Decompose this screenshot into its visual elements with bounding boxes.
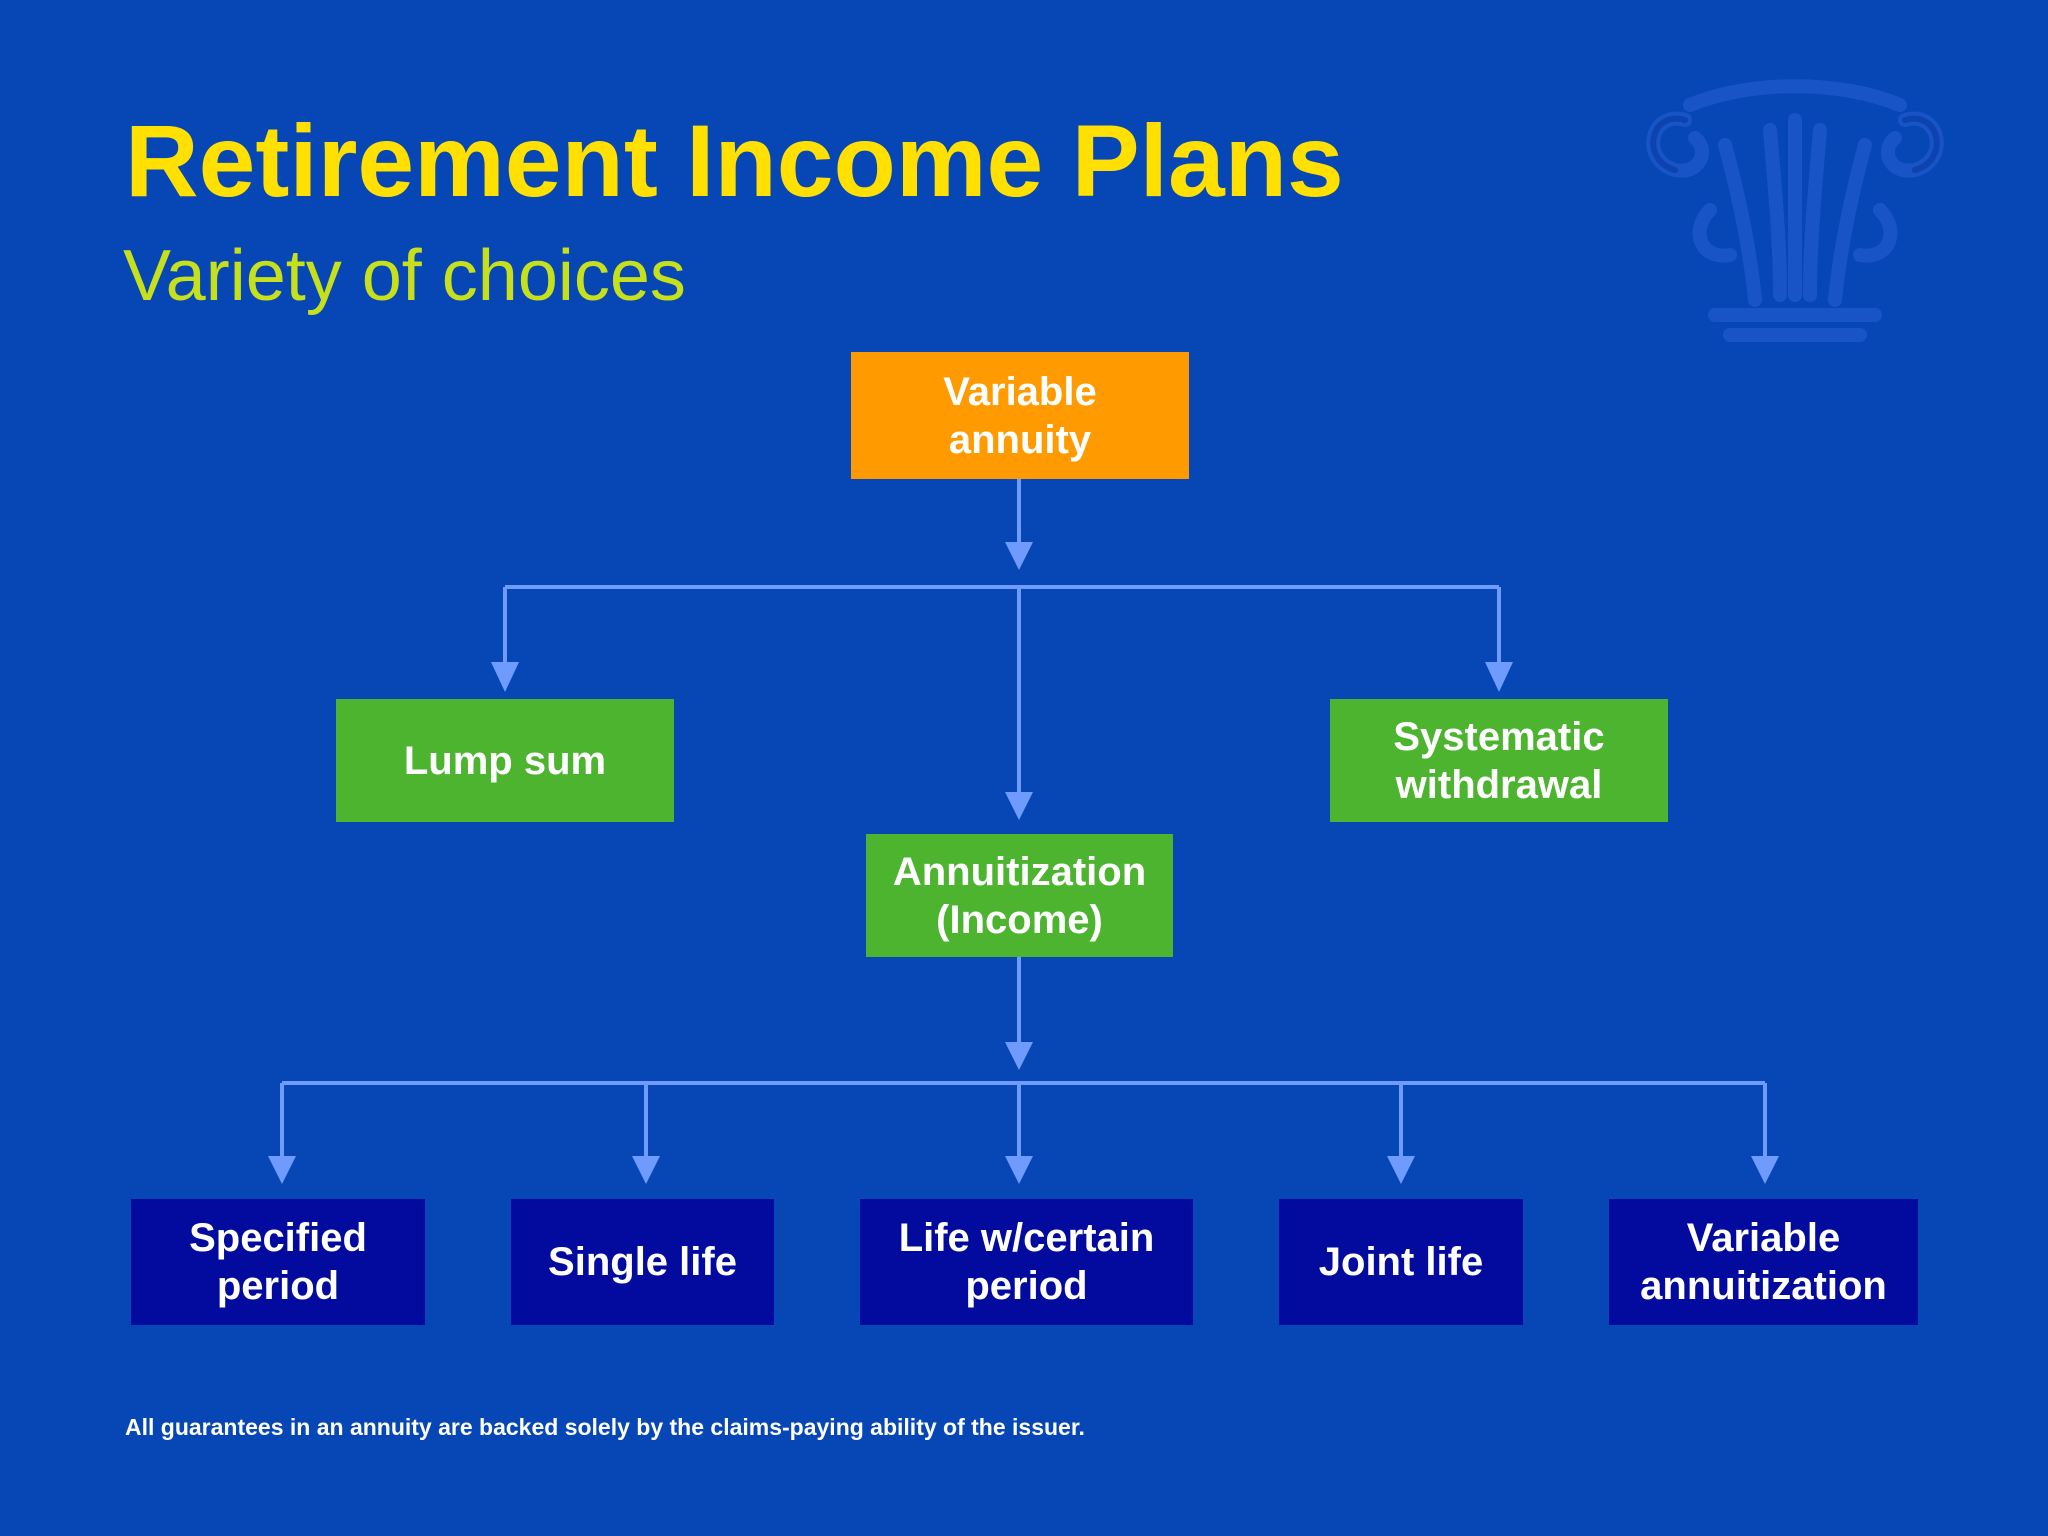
systematic-withdrawal-box: Systematic withdrawal xyxy=(1330,699,1668,822)
joint-life-label: Joint life xyxy=(1318,1240,1484,1284)
annuitization-label: Annuitization (Income) xyxy=(892,849,1147,942)
systematic-withdrawal-label: Systematic withdrawal xyxy=(1393,714,1605,807)
variable-annuitization-box: Variable annuitization xyxy=(1609,1199,1918,1325)
single-life-label: Single life xyxy=(548,1240,737,1284)
specified-period-label: Specified period xyxy=(189,1216,367,1308)
arrowhead xyxy=(1005,1156,1033,1184)
variable-annuitization-label: Variable annuitization xyxy=(1640,1216,1887,1308)
life-certain-period-box: Life w/certain period xyxy=(860,1199,1193,1325)
column-capital-icon xyxy=(1646,79,1944,342)
arrowhead xyxy=(1751,1156,1779,1184)
arrowhead xyxy=(268,1156,296,1184)
arrowhead xyxy=(632,1156,660,1184)
variable-annuity-box: Variable annuity xyxy=(851,352,1189,479)
footnote: All guarantees in an annuity are backed … xyxy=(125,1414,1085,1440)
slide-title: Retirement Income Plans xyxy=(125,104,1344,218)
single-life-box: Single life xyxy=(511,1199,774,1325)
annuitization-box: Annuitization (Income) xyxy=(866,834,1173,957)
slide-subtitle: Variety of choices xyxy=(123,236,686,316)
lump-sum-label: Lump sum xyxy=(403,738,607,783)
variable-annuity-label: Variable annuity xyxy=(943,369,1097,462)
arrowhead xyxy=(1485,662,1513,692)
arrowhead xyxy=(1005,542,1033,570)
arrowhead xyxy=(1005,792,1033,820)
life-certain-period-label: Life w/certain period xyxy=(898,1216,1155,1308)
joint-life-box: Joint life xyxy=(1279,1199,1523,1325)
arrowhead xyxy=(491,662,519,692)
arrowhead xyxy=(1387,1156,1415,1184)
lump-sum-box: Lump sum xyxy=(336,699,674,822)
specified-period-box: Specified period xyxy=(131,1199,425,1325)
arrowhead xyxy=(1005,1042,1033,1070)
